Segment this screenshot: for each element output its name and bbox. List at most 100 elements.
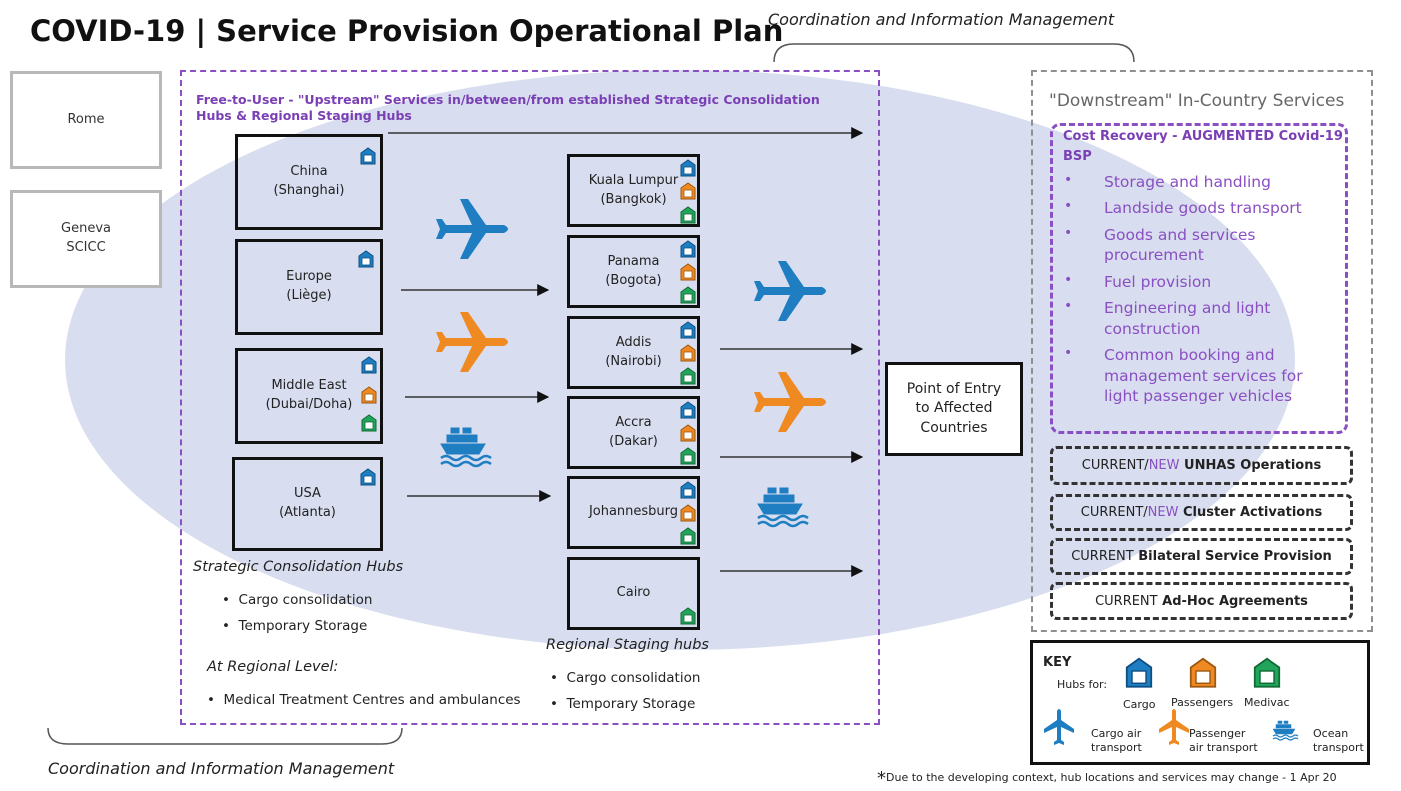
key-icons <box>1044 657 1299 745</box>
brace-top <box>773 43 1135 63</box>
page-title: COVID-19 | Service Provision Operational… <box>30 14 784 48</box>
coordination-bottom-label: Coordination and Information Management <box>48 759 395 778</box>
hub-label: Kuala Lumpur (Bangkok) <box>588 172 679 207</box>
bullet-dot: • <box>550 670 567 686</box>
hub-accra: Accra (Dakar) <box>567 396 700 469</box>
bullet-dot: • <box>1064 172 1073 188</box>
hub-label: Middle East (Dubai/Doha) <box>265 378 353 412</box>
medivac-hub-icon <box>1253 657 1281 688</box>
key-medivac-label: Medivac <box>1244 696 1290 709</box>
rome-box: Rome <box>10 71 162 169</box>
bullet-text: Temporary Storage <box>238 618 368 634</box>
list-item: • Goods and services procurement <box>1064 225 1342 266</box>
strategic-hubs-label: Strategic Consolidation Hubs <box>193 559 404 575</box>
current-item-label: Cluster Activations <box>1178 505 1323 520</box>
strategic-bullet-2: • Temporary Storage <box>222 618 367 634</box>
hub-label: Panama (Bogota) <box>605 253 662 288</box>
bullet-text: Cargo consolidation <box>238 592 373 608</box>
hub-label: Accra (Dakar) <box>609 414 658 449</box>
key-cargo-label: Cargo <box>1123 698 1156 711</box>
hub-label: Cairo <box>616 585 651 601</box>
key-ocean-label: Ocean transport <box>1313 727 1364 754</box>
service-item: Common booking and management services f… <box>1104 346 1303 406</box>
bullet-text: Temporary Storage <box>566 696 696 712</box>
list-item: • Common booking and management services… <box>1064 345 1342 406</box>
hub-cairo: Cairo <box>567 557 700 630</box>
key-title: KEY <box>1043 655 1072 670</box>
bullet-dot: • <box>1064 224 1073 241</box>
point-of-entry-box: Point of Entry to Affected Countries <box>885 362 1023 456</box>
hub-label: Addis (Nairobi) <box>605 334 662 369</box>
current-bilateral-box: CURRENT Bilateral Service Provision <box>1050 538 1353 575</box>
cargo-plane-icon <box>754 261 826 321</box>
key-passengers-label: Passengers <box>1171 696 1234 709</box>
hub-label: USA (Atlanta) <box>279 486 336 520</box>
hub-panama: Panama (Bogota) <box>567 235 700 308</box>
hub-addis: Addis (Nairobi) <box>567 316 700 389</box>
service-item: Engineering and light construction <box>1104 299 1271 338</box>
key-passenger-air-label: Passenger air transport <box>1189 727 1258 754</box>
current-prefix: CURRENT/ <box>1081 458 1149 473</box>
hub-middle-east: Middle East (Dubai/Doha) <box>235 348 383 444</box>
bullet-dot: • <box>207 692 224 708</box>
cargo-plane-icon <box>1044 709 1074 745</box>
upstream-title: Free-to-User - "Upstream" Services in/be… <box>196 92 820 124</box>
current-item-label: Ad-Hoc Agreements <box>1157 593 1308 609</box>
current-prefix: CURRENT <box>1095 593 1158 609</box>
hub-label: China (Shanghai) <box>273 164 345 198</box>
bullet-dot: • <box>550 696 567 712</box>
ship-icon <box>439 426 493 468</box>
list-item: • Landside goods transport <box>1064 198 1342 218</box>
current-cluster-box: CURRENT/NEW Cluster Activations <box>1050 494 1353 531</box>
list-item: • Storage and handling <box>1064 172 1342 192</box>
footnote: *Due to the developing context, hub loca… <box>877 768 1337 789</box>
current-item-label: UNHAS Operations <box>1179 458 1322 473</box>
bullet-text: Cargo consolidation <box>566 670 701 686</box>
hub-usa: USA (Atlanta) <box>232 457 383 551</box>
hub-johannesburg: Johannesburg <box>567 476 700 549</box>
hub-europe: Europe (Liège) <box>235 239 383 335</box>
service-item: Fuel provision <box>1104 272 1212 291</box>
current-adhoc-box: CURRENT Ad-Hoc Agreements <box>1050 582 1353 620</box>
geneva-box: Geneva SCICC <box>10 190 162 288</box>
bullet-dot: • <box>1064 198 1073 215</box>
key-cargo-air-label: Cargo air transport <box>1091 727 1142 754</box>
bullet-dot: • <box>1064 298 1073 315</box>
cargo-hub-icon <box>1125 657 1153 688</box>
cost-recovery-title: Cost Recovery - AUGMENTED Covid-19 BSP <box>1063 129 1343 165</box>
upstream-frame <box>180 70 880 725</box>
regional-bullet-1: • Cargo consolidation <box>550 670 700 686</box>
passenger-plane-icon <box>436 312 508 372</box>
list-item: • Fuel provision <box>1064 272 1342 292</box>
current-prefix: CURRENT <box>1071 549 1134 564</box>
ship-icon <box>756 486 810 528</box>
footnote-text: Due to the developing context, hub locat… <box>886 771 1337 784</box>
bullet-dot: • <box>222 592 239 608</box>
new-tag: NEW <box>1148 458 1180 473</box>
hub-label: Europe (Liège) <box>286 269 332 303</box>
list-item: • Engineering and light construction <box>1064 298 1342 339</box>
current-item-label: Bilateral Service Provision <box>1133 549 1332 564</box>
downstream-frame <box>1031 70 1373 632</box>
service-item: Landside goods transport <box>1104 199 1302 218</box>
hub-label: Johannesburg <box>588 504 679 520</box>
bullet-text: Medical Treatment Centres and ambulances <box>223 692 521 708</box>
passengers-hub-icon <box>1189 657 1217 688</box>
services-list: • Storage and handling • Landside goods … <box>1064 172 1342 407</box>
hub-china: China (Shanghai) <box>235 134 383 230</box>
ship-icon <box>1272 720 1299 741</box>
passenger-plane-icon <box>1159 709 1189 745</box>
cost-recovery-frame <box>1050 123 1348 434</box>
current-prefix: CURRENT/ <box>1080 505 1148 520</box>
service-item: Goods and services procurement <box>1104 225 1256 265</box>
cargo-plane-icon <box>436 199 508 259</box>
regional-level-bullet-1: • Medical Treatment Centres and ambulanc… <box>207 692 521 708</box>
regional-hubs-label: Regional Staging hubs <box>546 637 709 653</box>
new-tag: NEW <box>1147 505 1179 520</box>
bullet-dot: • <box>1064 345 1073 362</box>
bullet-dot: • <box>1064 271 1073 288</box>
coordination-top-label: Coordination and Information Management <box>768 10 1115 29</box>
regional-bullet-2: • Temporary Storage <box>550 696 695 712</box>
